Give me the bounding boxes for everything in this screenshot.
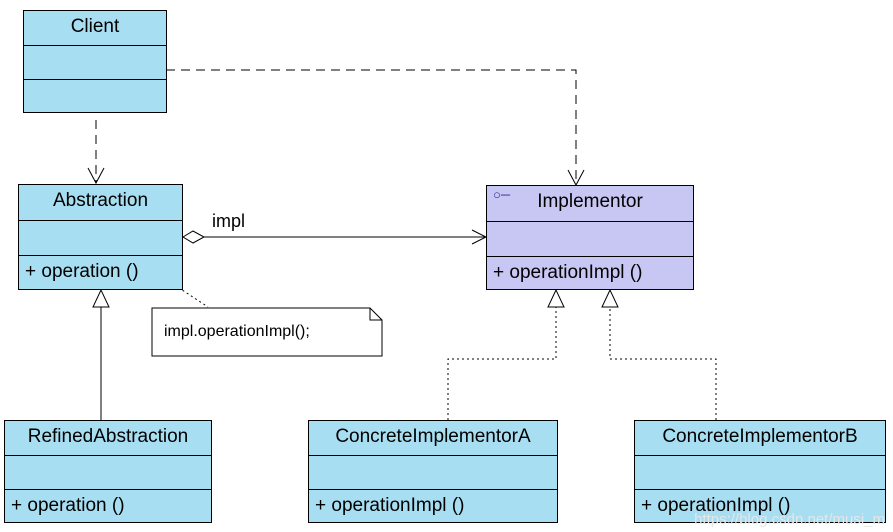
refined-name-section: RefinedAbstraction (5, 421, 211, 455)
note-fold (369, 308, 382, 321)
class-name: Implementor (537, 191, 643, 212)
concreteA-name-section: ConcreteImplementorA (309, 421, 557, 455)
operation-signature: + operationImpl () (641, 495, 791, 516)
concreteB-realization-arrowhead (601, 288, 619, 308)
class-name: ConcreteImplementorB (662, 426, 858, 447)
refined-operations-section: + operation () (5, 489, 211, 522)
implementor-name-section: ○─ Implementor (487, 186, 693, 221)
class-refined-abstraction[interactable]: RefinedAbstraction + operation () (4, 420, 212, 523)
class-name: ConcreteImplementorA (335, 426, 531, 447)
concreteA-operations-section: + operationImpl () (309, 489, 557, 522)
client-abstraction-arrowhead (87, 167, 105, 185)
implementor-operations-section: + operationImpl () (487, 256, 693, 289)
client-operations-section (24, 79, 166, 112)
concreteB-attributes-section (635, 455, 885, 489)
operation-signature: + operationImpl () (315, 495, 465, 516)
association-label-impl: impl (212, 211, 246, 231)
abstraction-name-section: Abstraction (19, 185, 182, 220)
client-attributes-section (24, 45, 166, 79)
client-implementor-dependency (166, 69, 577, 184)
concreteB-operations-section: + operationImpl () (635, 489, 885, 522)
class-abstraction[interactable]: Abstraction + operation () (18, 184, 183, 290)
abstraction-attributes-section (19, 220, 182, 255)
concreteA-attributes-section (309, 455, 557, 489)
concreteB-realization-line (609, 307, 717, 420)
operation-signature: + operationImpl () (493, 262, 643, 283)
class-name: Client (70, 16, 120, 37)
class-concrete-implementor-a[interactable]: ConcreteImplementorA + operationImpl () (308, 420, 558, 523)
concreteA-realization-line (447, 307, 557, 420)
aggregation-diamond (182, 230, 206, 244)
class-name: Abstraction (52, 190, 149, 211)
watermark: https://blog.csdn.net/musi_m (694, 511, 885, 528)
note-shape (151, 307, 383, 357)
note-text: impl.operationImpl(); (164, 323, 310, 340)
interface-implementor[interactable]: ○─ Implementor + operationImpl () (486, 185, 694, 290)
class-concrete-implementor-b[interactable]: ConcreteImplementorB + operationImpl () (634, 420, 886, 523)
implementor-attributes-section (487, 221, 693, 256)
abstraction-operations-section: + operation () (19, 255, 182, 289)
operation-signature: + operation () (25, 261, 139, 282)
operation-signature: + operation () (11, 495, 125, 516)
concreteB-name-section: ConcreteImplementorB (635, 421, 885, 455)
client-name-section: Client (24, 11, 166, 45)
refined-generalization-arrowhead (92, 288, 110, 308)
class-client[interactable]: Client (23, 10, 167, 113)
class-name: RefinedAbstraction (27, 426, 189, 447)
refined-attributes-section (5, 455, 211, 489)
interface-icon: ○─ (493, 187, 511, 202)
concreteA-realization-arrowhead (547, 288, 565, 308)
